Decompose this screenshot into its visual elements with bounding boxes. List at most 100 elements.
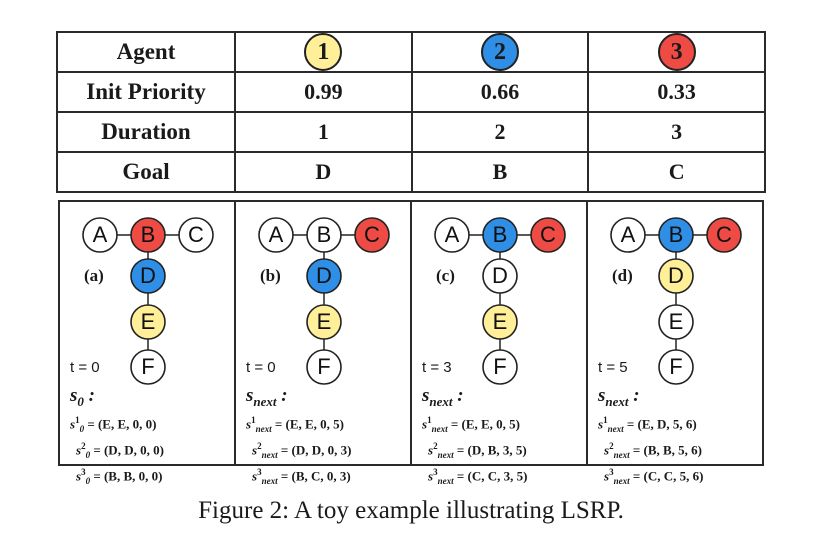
- duration-cell: 3: [587, 111, 766, 153]
- state-value: = (E, E, 0, 5): [450, 416, 520, 432]
- node-label-A: A: [445, 222, 460, 247]
- state-title: snext :: [422, 386, 588, 412]
- node-F: [482, 349, 518, 385]
- state-line: s3next = (B, C, 0, 3): [246, 464, 412, 490]
- state-var: s: [76, 442, 82, 458]
- node-label-E: E: [669, 309, 684, 334]
- state-value: = (D, B, 3, 5): [456, 442, 527, 458]
- state-value: = (E, E, 0, 0): [87, 416, 157, 432]
- node-E: [482, 304, 518, 340]
- state-block: snext :s1next = (E, E, 0, 5)s2next = (D,…: [422, 386, 588, 490]
- node-D: [482, 258, 518, 294]
- node-F: [658, 349, 694, 385]
- node-B: [482, 217, 518, 253]
- node-label-C: C: [716, 222, 732, 247]
- agent-badge-1: 1: [304, 33, 343, 71]
- priority-cell: 0.33: [587, 71, 766, 113]
- panel-label: (c): [436, 266, 455, 285]
- node-label-F: F: [317, 354, 330, 379]
- node-label-B: B: [317, 222, 332, 247]
- priority-cell: 0.99: [234, 71, 413, 113]
- node-label-C: C: [540, 222, 556, 247]
- state-subscript: next: [253, 393, 277, 409]
- node-label-F: F: [141, 354, 154, 379]
- state-value: = (E, D, 5, 6): [626, 416, 697, 432]
- node-label-D: D: [492, 263, 508, 288]
- agent-table: Agent 1 2 3 Init Priority 0.99 0.66 0.33…: [56, 31, 766, 193]
- state-var: s: [428, 467, 434, 483]
- agent-badge-3: 3: [657, 33, 696, 71]
- node-D: [658, 258, 694, 294]
- state-block: snext :s1next = (E, E, 0, 5)s2next = (D,…: [246, 386, 412, 490]
- node-A: [610, 217, 646, 253]
- table-row-agent: Agent 1 2 3: [56, 31, 766, 73]
- state-value: = (B, B, 5, 6): [632, 442, 702, 458]
- row-label: Goal: [56, 151, 236, 193]
- state-index: next: [607, 423, 624, 434]
- state-line: s1next = (E, D, 5, 6): [598, 412, 764, 438]
- state-line: s3next = (C, C, 3, 5): [422, 464, 588, 490]
- state-index: next: [261, 475, 278, 486]
- state-value: = (B, C, 0, 3): [280, 467, 351, 483]
- goal-cell: C: [587, 151, 766, 193]
- state-index: next: [613, 475, 630, 486]
- agent-cell: 1: [234, 31, 413, 73]
- state-var: s: [598, 416, 604, 432]
- state-line: s10 = (E, E, 0, 0): [70, 412, 236, 438]
- node-E: [306, 304, 342, 340]
- agent-index: 2: [609, 440, 614, 451]
- node-label-E: E: [317, 309, 332, 334]
- agent-index: 2: [81, 440, 86, 451]
- agent-index: 3: [609, 466, 614, 477]
- table-row-priority: Init Priority 0.99 0.66 0.33: [56, 71, 766, 113]
- state-symbol: s: [422, 385, 430, 406]
- node-label-B: B: [669, 222, 684, 247]
- agent-index: 3: [433, 466, 438, 477]
- node-B: [306, 217, 342, 253]
- state-var: s: [252, 442, 258, 458]
- node-C: [178, 217, 214, 253]
- state-var: s: [246, 416, 252, 432]
- time-label: t = 0: [70, 359, 100, 376]
- state-value: = (B, B, 0, 0): [93, 467, 163, 483]
- state-colon: :: [628, 385, 640, 406]
- state-title: snext :: [598, 386, 764, 412]
- state-symbol: s: [70, 385, 78, 406]
- agent-index: 1: [427, 414, 432, 425]
- state-line: s30 = (B, B, 0, 0): [70, 464, 236, 490]
- state-line: s2next = (D, B, 3, 5): [422, 438, 588, 464]
- state-subscript: next: [605, 393, 629, 409]
- agent-index: 1: [251, 414, 256, 425]
- state-line: s2next = (D, D, 0, 3): [246, 438, 412, 464]
- node-C: [530, 217, 566, 253]
- node-A: [82, 217, 118, 253]
- agent-index: 2: [257, 440, 262, 451]
- node-label-D: D: [316, 263, 332, 288]
- node-label-A: A: [269, 222, 284, 247]
- state-symbol: s: [246, 385, 254, 406]
- agent-index: 1: [603, 414, 608, 425]
- state-subscript: 0: [77, 393, 84, 409]
- node-D: [130, 258, 166, 294]
- agent-index: 3: [81, 466, 86, 477]
- node-label-E: E: [493, 309, 508, 334]
- node-C: [354, 217, 390, 253]
- state-value: = (C, C, 3, 5): [456, 467, 528, 483]
- node-label-D: D: [668, 263, 684, 288]
- node-label-B: B: [141, 222, 156, 247]
- node-label-C: C: [188, 222, 204, 247]
- state-colon: :: [83, 385, 95, 406]
- time-label: t = 3: [422, 359, 452, 376]
- duration-cell: 2: [410, 111, 590, 153]
- agent-index: 3: [257, 466, 262, 477]
- agent-cell: 2: [410, 31, 590, 73]
- duration-cell: 1: [234, 111, 413, 153]
- agent-index: 1: [75, 414, 80, 425]
